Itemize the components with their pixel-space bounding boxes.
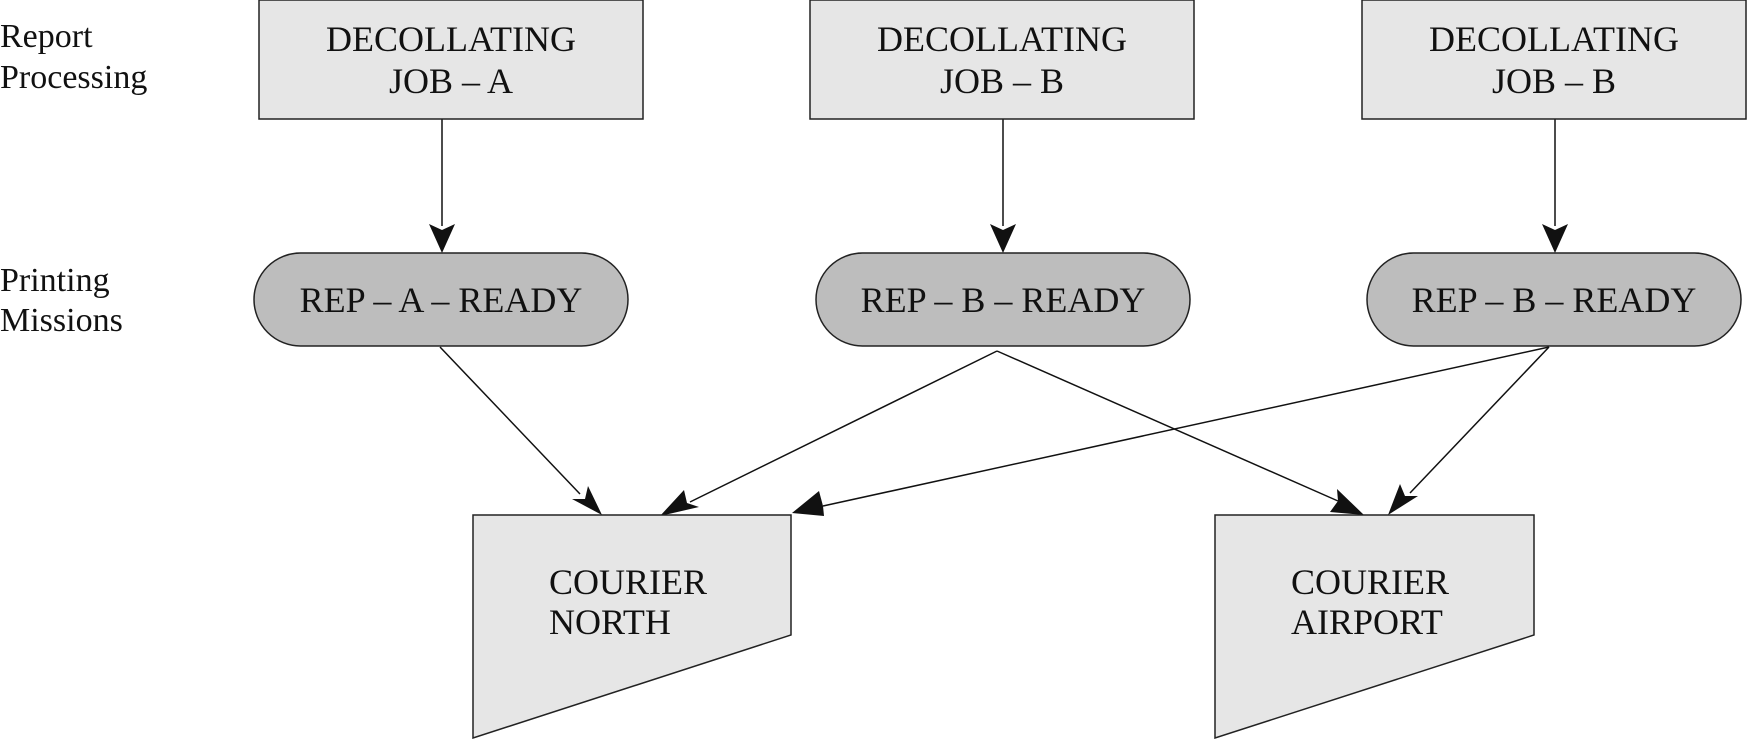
courier-name: NORTH — [549, 602, 671, 642]
courier-north: COURIER NORTH — [472, 514, 792, 739]
edge-rep-b1-to-north — [660, 350, 998, 516]
courier-name: AIRPORT — [1291, 602, 1443, 642]
courier-title: COURIER — [1291, 562, 1449, 602]
mission-label: REP – B – READY — [1412, 280, 1697, 320]
job-title: DECOLLATING — [326, 19, 576, 59]
row-label-line: Missions — [0, 302, 123, 339]
mission-pill-rep-a: REP – A – READY — [253, 252, 629, 347]
mission-pill-rep-b2: REP – B – READY — [1366, 252, 1742, 347]
edge-rep-b2-to-airport — [1388, 346, 1550, 515]
job-id: JOB – A — [389, 61, 513, 101]
edge-job-a-to-rep-a — [429, 119, 455, 253]
edge-rep-a-to-north — [439, 346, 602, 515]
row-label-report-processing: Report Processing — [0, 18, 147, 96]
job-title: DECOLLATING — [877, 19, 1127, 59]
mission-pill-rep-b1: REP – B – READY — [815, 252, 1191, 347]
edge-rep-b1-to-airport — [996, 350, 1364, 515]
job-box-a: DECOLLATING JOB – A — [258, 0, 644, 120]
courier-title: COURIER — [549, 562, 707, 602]
job-id: JOB – B — [1492, 61, 1616, 101]
row-label-line: Processing — [0, 59, 147, 96]
courier-airport: COURIER AIRPORT — [1214, 514, 1535, 739]
job-title: DECOLLATING — [1429, 19, 1679, 59]
job-box-b2: DECOLLATING JOB – B — [1361, 0, 1747, 120]
row-label-line: Report — [0, 18, 93, 55]
job-id: JOB – B — [940, 61, 1064, 101]
edge-rep-b2-to-north — [792, 346, 1550, 516]
mission-label: REP – A – READY — [300, 280, 583, 320]
edge-job-b1-to-rep-b1 — [990, 119, 1016, 253]
job-box-b1: DECOLLATING JOB – B — [809, 0, 1195, 120]
row-label-line: Printing — [0, 262, 110, 299]
row-label-printing-missions: Printing Missions — [0, 262, 123, 339]
edge-job-b2-to-rep-b2 — [1542, 119, 1568, 253]
mission-label: REP – B – READY — [861, 280, 1146, 320]
